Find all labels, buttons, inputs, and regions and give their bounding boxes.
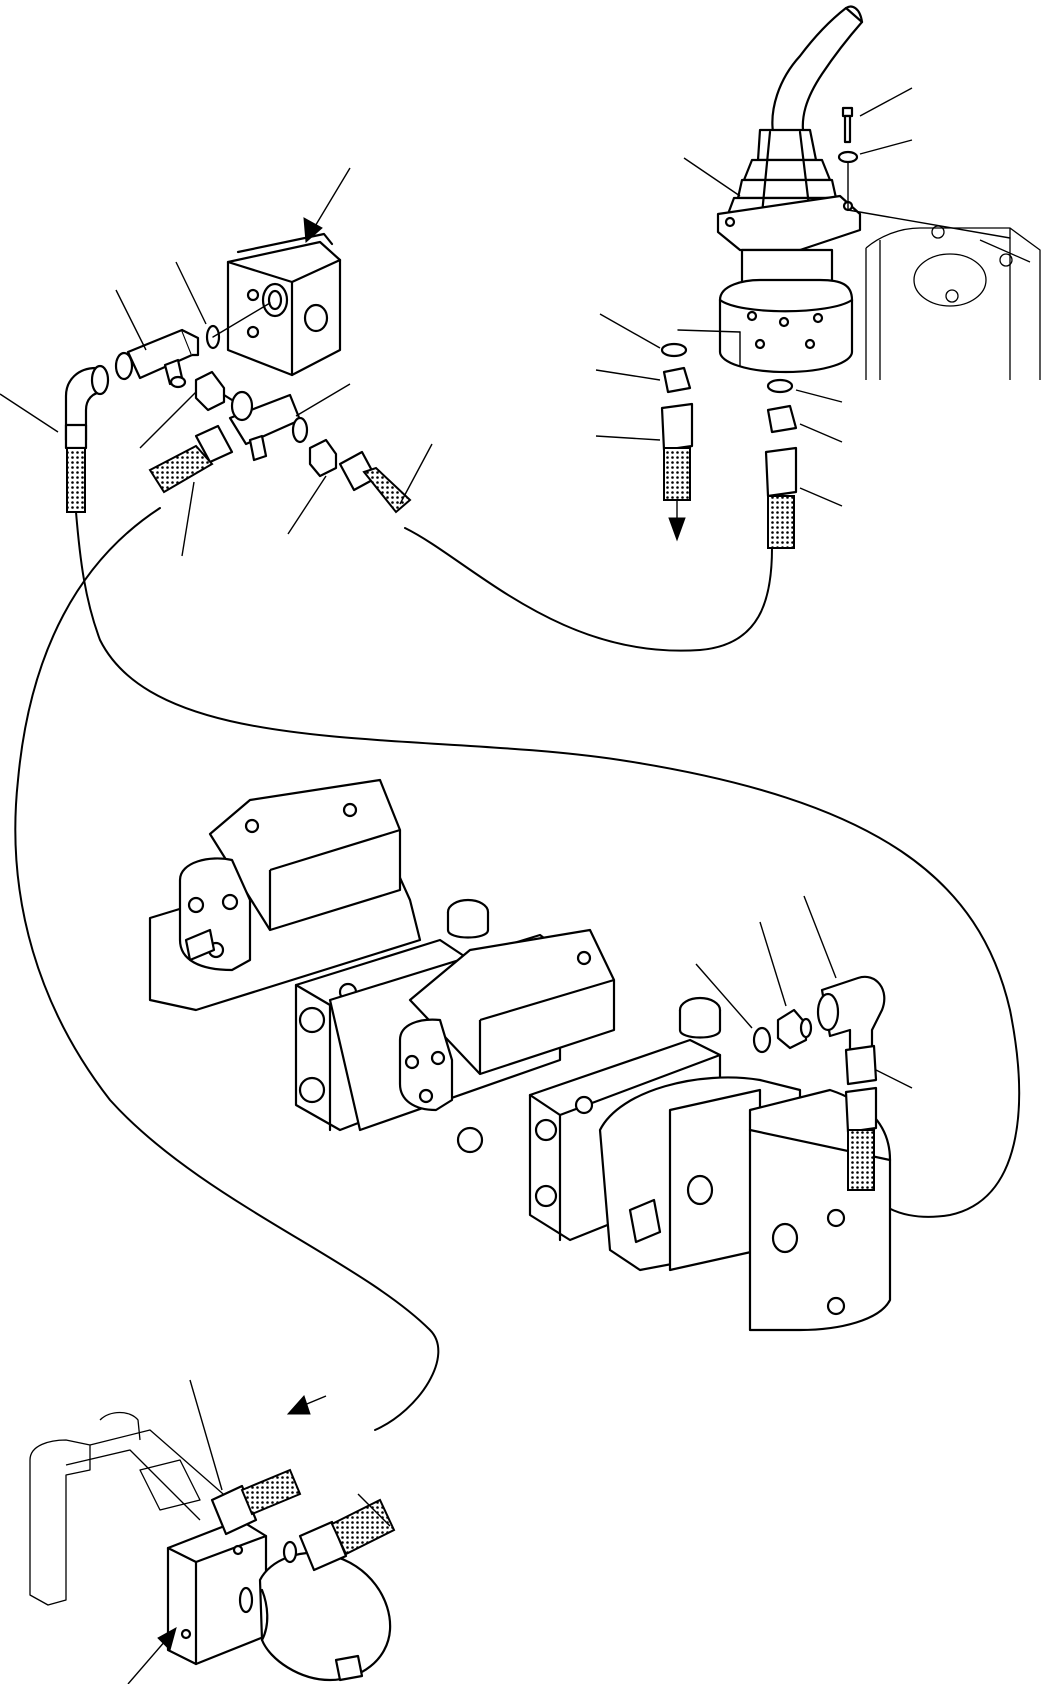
o-ring-right xyxy=(752,1026,772,1054)
arrow-joystick-port-down xyxy=(668,500,686,542)
hose-crimp-left xyxy=(66,447,86,513)
arrow-to-accumulator-block xyxy=(127,1626,177,1684)
hose-end-accumulator-upper xyxy=(210,1468,302,1536)
joystick-mounting-plate xyxy=(716,194,862,252)
joystick-base xyxy=(718,248,854,374)
joystick-lever xyxy=(771,5,864,140)
hose-end-accumulator-lower xyxy=(282,1498,396,1572)
hose-end-tee-lower xyxy=(148,424,234,494)
joystick-port-fittings xyxy=(660,329,798,549)
hose-lines xyxy=(14,507,1021,1431)
adapter-nut-right xyxy=(308,438,338,478)
arrow-to-valve-block xyxy=(303,167,351,244)
hose-joystick-to-tee xyxy=(404,527,773,652)
callout-leaders xyxy=(0,87,913,1527)
hose-end-tee-right xyxy=(338,450,412,514)
tee-fitting-upper xyxy=(114,328,200,389)
hose-tee-lower-to-accumulator xyxy=(14,507,440,1431)
hose-elbow-left-to-right-elbow xyxy=(75,511,1021,1218)
connector-line-tee-valve xyxy=(212,302,271,338)
control-valve-block xyxy=(226,232,342,377)
mounting-bracket xyxy=(865,225,1041,380)
adapter-fitting-right xyxy=(776,1008,813,1050)
direction-arrows xyxy=(127,167,686,1684)
joystick-bolt xyxy=(837,106,1011,239)
accumulator xyxy=(258,1551,392,1682)
tee-fitting-lower xyxy=(228,390,309,462)
elbow-fitting-left xyxy=(64,364,110,513)
hose-end-right xyxy=(844,1086,878,1191)
accumulator-valve-block xyxy=(29,1411,268,1666)
elbow-fitting-right xyxy=(816,975,886,1086)
arrow-accumulator-inlet xyxy=(286,1395,327,1415)
adapter-nut-left xyxy=(194,370,234,412)
